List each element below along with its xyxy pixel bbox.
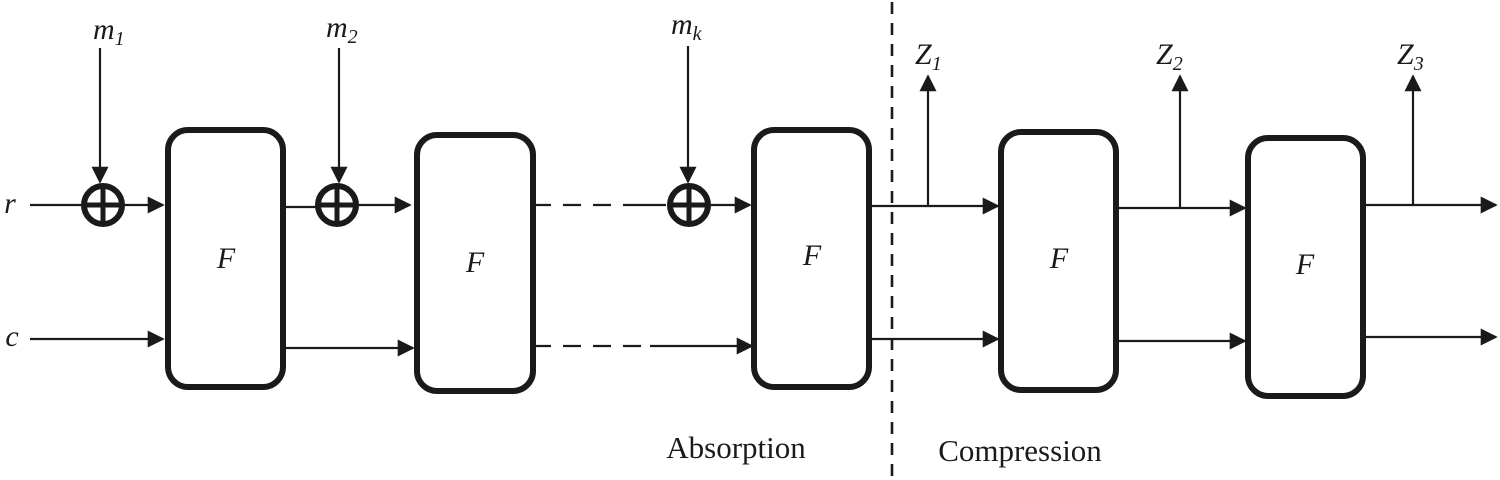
f-block-1: F [165, 127, 286, 390]
label-r: r [4, 187, 16, 220]
f-block-4: F [998, 129, 1119, 393]
label-c: c [5, 320, 18, 353]
f-block-5: F [1245, 135, 1366, 399]
f-block-label: F [1295, 248, 1315, 281]
f-block-label: F [802, 239, 822, 272]
f-block-label: F [216, 242, 236, 275]
label-m2: m2 [326, 11, 358, 48]
xor-node-2 [315, 183, 359, 227]
label-m1: m1 [93, 13, 125, 50]
f-block-label: F [465, 246, 485, 279]
label-z2: Z2 [1156, 38, 1183, 75]
f-block-label: F [1049, 242, 1069, 275]
f-block-2: F [414, 132, 536, 394]
label-compression: Compression [938, 433, 1102, 468]
label-z1: Z1 [915, 38, 942, 75]
xor-node-k [667, 183, 711, 227]
f-block-3: F [751, 127, 872, 390]
label-z3: Z3 [1397, 38, 1424, 75]
xor-node-1 [81, 183, 125, 227]
label-absorption: Absorption [666, 430, 806, 465]
label-mk: mk [671, 8, 703, 45]
